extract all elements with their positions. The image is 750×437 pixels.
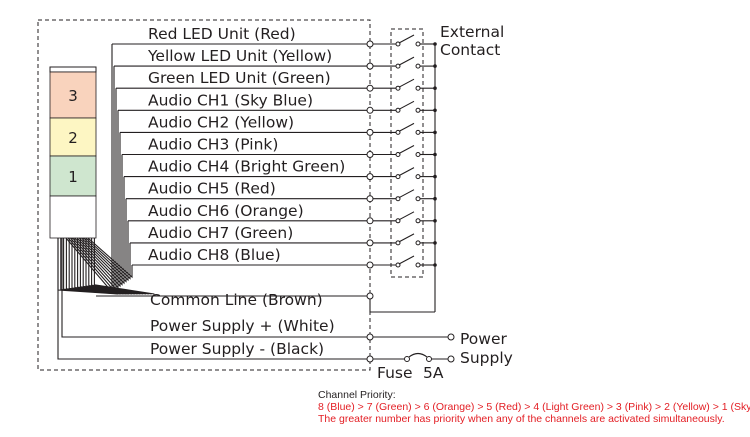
wire-label: Audio CH7 (Green) [148,224,293,242]
common-line-return [369,296,435,313]
tower-segment [49,155,97,197]
switch-terminal [415,240,421,246]
switch-blade [398,233,415,243]
terminal [366,84,374,92]
switch-terminal [415,63,421,69]
power-plus-label: Power Supply + (White) [150,317,335,335]
switch-blade [398,145,415,154]
wire-label: Green LED Unit (Green) [148,69,331,87]
fuse-element [408,352,428,358]
power-supply-label-line2: Supply [460,349,513,367]
tower-segment [49,71,97,119]
switch-blade [398,34,415,44]
signal-wire-drop [83,220,129,282]
terminal [366,173,374,181]
switch-blade [398,255,415,265]
fuse-label: Fuse [377,364,413,382]
switch-terminal [415,41,421,47]
terminal [366,151,374,158]
tower-segment [49,195,97,239]
terminal [366,261,374,269]
power-plus-wire [61,238,370,338]
external-contact-label-line2: Contact [440,41,500,59]
tower-enclosure [37,19,371,371]
switch-blade [398,78,415,88]
bundle-wire [93,238,155,295]
fuse-rating: 5A [423,364,444,382]
terminal [366,292,374,300]
external-contact-box [390,28,424,278]
common-line-label: Common Line (Brown) [150,291,323,309]
tower-segment-label: 2 [68,129,78,147]
signal-wire-drop [72,110,119,289]
power-supply-label-line1: Power [460,330,507,348]
fuse-terminal [404,356,410,362]
wire-label: Audio CH8 (Blue) [148,246,281,264]
wire-label: Yellow LED Unit (Yellow) [147,47,332,65]
terminal [366,106,374,114]
terminal [366,40,374,48]
switch-blade [398,211,415,221]
switch-terminal [415,107,421,113]
wire-label: Audio CH5 (Red) [148,180,276,198]
terminal [366,333,374,341]
switch-terminal [415,85,421,91]
switch-blade [398,189,415,199]
signal-tower: 3 2 1 [49,66,97,239]
wire-label: Audio CH4 (Bright Green) [148,158,345,176]
priority-order: 8 (Blue) > 7 (Green) > 6 (Orange) > 5 (R… [318,401,750,413]
wire-label: Audio CH3 (Pink) [148,136,278,154]
wire-label: Audio CH1 (Sky Blue) [148,91,313,109]
terminal [366,239,374,247]
wire-label: Red LED Unit (Red) [148,25,296,43]
signal-wire-drop [81,198,127,283]
wire-label: Audio CH6 (Orange) [148,202,304,220]
wire-label: Audio CH2 (Yellow) [148,113,294,131]
terminal [366,62,374,70]
tower-segment-label: 3 [68,87,78,105]
switch-terminal [415,174,421,180]
terminal [366,128,374,136]
tower-cap [49,66,97,73]
tower-segment [49,117,97,157]
switch-terminal [415,196,421,202]
priority-title: Channel Priority: [318,389,396,401]
bundle-wire [91,238,152,295]
switch-terminal [415,129,421,135]
switch-blade [398,167,415,177]
switch-terminal [415,152,421,157]
switch-blade [398,122,415,132]
signal-wire-drop [87,237,133,279]
signal-wire-drop [85,237,131,280]
power-minus-wire [57,238,370,360]
terminal [366,195,374,203]
external-contact-label-line1: External [440,23,504,41]
terminal [366,355,374,363]
priority-note: The greater number has priority when any… [318,413,725,425]
switch-blade [398,100,415,110]
power-minus-label: Power Supply - (Black) [150,340,324,358]
switch-terminal [415,218,421,224]
power-plus-terminal [447,333,455,341]
switch-blade [398,56,415,66]
power-minus-terminal [447,355,455,363]
terminal [366,217,374,225]
tower-segment-label: 1 [68,168,78,186]
signal-wire-drop [74,132,121,288]
fuse-terminal [426,356,432,362]
switch-terminal [415,262,421,268]
